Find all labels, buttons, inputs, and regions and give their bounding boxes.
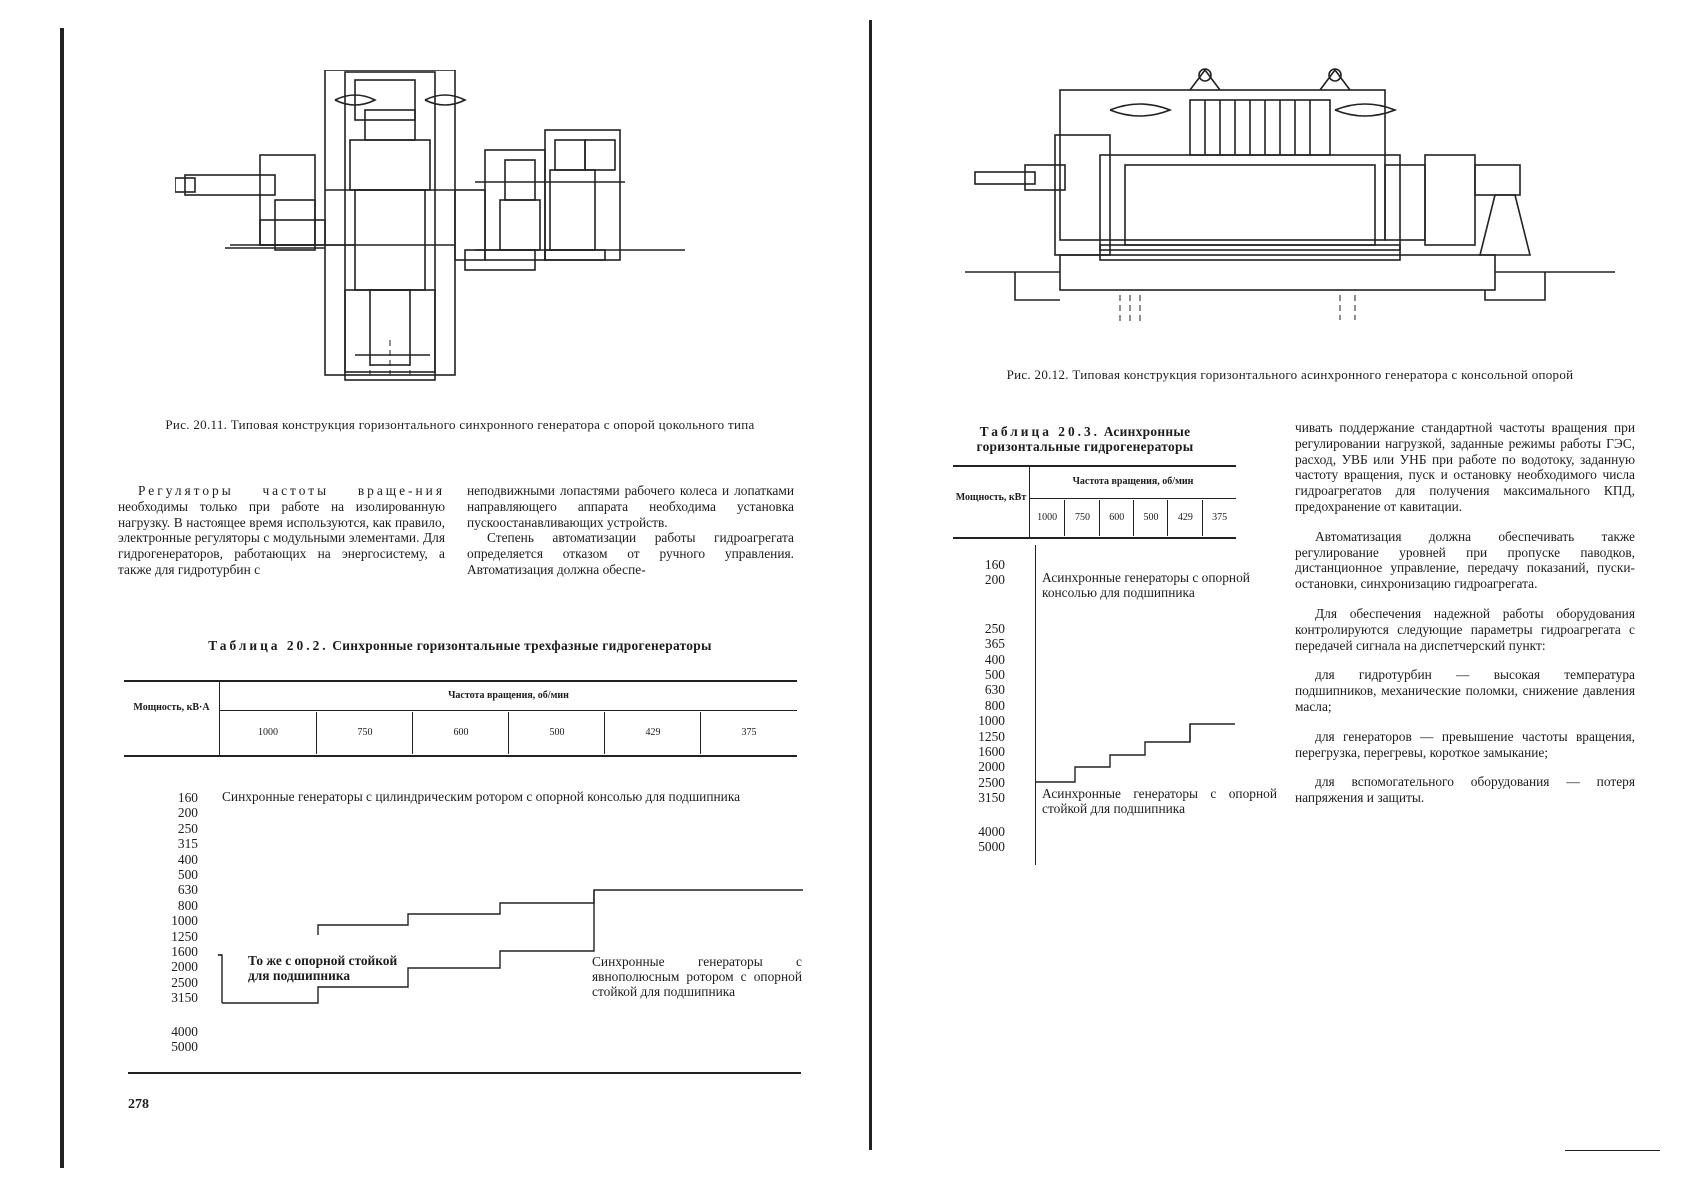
page-edge-left <box>60 28 64 1168</box>
table-region-top: Синхронные генераторы с цилиндрическим р… <box>222 789 741 804</box>
table2-power-4000: 4000 <box>978 823 1005 839</box>
book-spine <box>869 20 872 1150</box>
table2-power-500: 500 <box>984 667 1005 683</box>
table2-power-1600: 1600 <box>978 744 1005 760</box>
table2-power-200: 200 <box>984 572 1005 588</box>
table-20-2-title: Таблица 20.2. Синхронные горизонтальные … <box>120 638 800 654</box>
table-power-200: 200 <box>177 805 198 821</box>
table-speed-1000: 1000 <box>258 727 278 738</box>
table-speed-500: 500 <box>508 712 605 754</box>
table2-power-630: 630 <box>984 682 1005 698</box>
table-power-1000: 1000 <box>171 913 198 929</box>
table-20-2-boundary-lines <box>218 889 803 1004</box>
table-rule-group <box>220 710 797 711</box>
table-power-1600: 1600 <box>171 944 198 960</box>
table2-power-5000: 5000 <box>978 839 1005 855</box>
table-region-right: Синхронные генераторы с явнополюсным рот… <box>592 954 802 999</box>
table-20-3-title: Таблица 20.3. Асинхронные горизонтальные… <box>960 424 1210 454</box>
table-20-3-title-text: Асинхронные горизонтальные гидрогенерато… <box>976 424 1194 454</box>
table2-speed-375: 375 <box>1201 500 1237 536</box>
table2-col-header: Мощность, кВт <box>955 492 1027 503</box>
table-rule-bottom <box>128 1072 801 1074</box>
table-power-160: 160 <box>177 790 198 805</box>
table-group-header: Частота вращения, об/мин <box>448 690 569 701</box>
right-paragraph-5: для генераторов — превышение частоты вра… <box>1295 728 1635 760</box>
page-number: 278 <box>128 1097 149 1112</box>
table-speed-429: 429 <box>604 712 701 754</box>
table-rule-top <box>124 680 797 682</box>
left-column-2: неподвижными лопастями рабочего колеса и… <box>467 483 794 578</box>
col1-text: необходимы только при работе на изолиров… <box>118 498 445 577</box>
table-speed-375: 375 <box>700 712 797 754</box>
right-column-text: чивать поддержание стандартной частоты в… <box>1295 420 1635 806</box>
table2-power-1250: 1250 <box>978 728 1005 744</box>
table-power-250: 250 <box>177 820 198 836</box>
right-paragraph-4: для гидротурбин — высокая температура по… <box>1295 667 1635 714</box>
table2-group-header: Частота вращения, об/мин <box>1072 476 1194 487</box>
table2-speed-429: 429 <box>1167 500 1202 536</box>
figure-caption-20-11: Рис. 20.11. Типовая конструкция горизонт… <box>165 417 755 432</box>
right-paragraph-1: чивать поддержание стандартной частоты в… <box>1295 420 1635 514</box>
table-power-1250: 1250 <box>171 928 198 944</box>
right-paragraph-3: Для обеспечения надежной работы оборудов… <box>1295 605 1635 653</box>
table-20-3-boundary-lines <box>1035 723 1235 783</box>
table-20-2-label: Таблица 20.2. <box>208 638 329 653</box>
table2-power-2000: 2000 <box>978 759 1005 775</box>
table2-region-top: Асинхронные генераторы с опорной консоль… <box>1042 570 1250 600</box>
table2-speed-600: 600 <box>1098 500 1134 536</box>
col2-paragraph-1: неподвижными лопастями рабочего колеса и… <box>467 483 794 530</box>
page-corner-rule <box>1565 1150 1660 1151</box>
figure-20-11-drawing <box>175 70 685 381</box>
table-power-800: 800 <box>177 897 198 913</box>
table2-power-3150: 3150 <box>978 790 1005 806</box>
figure-caption-20-12: Рис. 20.12. Типовая конструкция горизонт… <box>1006 367 1574 382</box>
table-divider <box>219 681 220 755</box>
table2-region-bottom: Асинхронные генераторы с опорной стойкой… <box>1042 786 1277 816</box>
table-power-2000: 2000 <box>171 959 198 975</box>
table2-power-2500: 2500 <box>978 774 1005 790</box>
table-power-4000: 4000 <box>171 1023 198 1039</box>
table2-rule-top <box>953 465 1236 467</box>
table2-power-800: 800 <box>984 697 1005 713</box>
table-rule-header-bottom <box>124 755 797 757</box>
table-power-2500: 2500 <box>171 974 198 990</box>
table2-rule-header-bottom <box>953 537 1236 539</box>
table-region-left: То же с опорной стойкой для подшипника <box>248 953 398 983</box>
table-power-3150: 3150 <box>171 990 198 1006</box>
table2-power-365: 365 <box>984 636 1005 652</box>
table2-power-400: 400 <box>984 651 1005 667</box>
col2-paragraph-2: Степень автоматизации работы гидроагрега… <box>467 530 794 577</box>
table-speed-600: 600 <box>412 712 509 754</box>
left-column-1: Регуляторы частоты враще-ния необходимы … <box>118 483 445 578</box>
table2-rule-group <box>1030 498 1236 499</box>
table2-speed-1000: 1000 <box>1037 512 1058 523</box>
figure-20-12-drawing <box>965 68 1615 325</box>
table-col-header: Мощность, кВ·А <box>133 702 210 713</box>
table-power-630: 630 <box>177 882 198 898</box>
table2-power-250: 250 <box>984 620 1005 636</box>
table-power-500: 500 <box>177 867 198 883</box>
table-20-3-label: Таблица 20.3. <box>979 424 1101 439</box>
right-paragraph-2: Автоматизация должна обеспечивать также … <box>1295 528 1635 592</box>
table2-speed-500: 500 <box>1132 500 1168 536</box>
table2-region-left-edge <box>1035 545 1036 865</box>
table-power-315: 315 <box>177 836 198 852</box>
table2-power-160: 160 <box>984 557 1005 572</box>
table-power-5000: 5000 <box>171 1039 198 1055</box>
lead-term: Регуляторы частоты враще-ния <box>138 483 445 498</box>
table2-divider <box>1029 466 1030 537</box>
table2-power-1000: 1000 <box>978 713 1005 729</box>
table-speed-750: 750 <box>316 712 413 754</box>
table-power-400: 400 <box>177 851 198 867</box>
table-20-2-title-text: Синхронные горизонтальные трехфазные гид… <box>328 638 712 653</box>
table2-speed-750: 750 <box>1064 500 1099 536</box>
right-paragraph-6: для вспомогательного оборудования — поте… <box>1295 774 1635 806</box>
